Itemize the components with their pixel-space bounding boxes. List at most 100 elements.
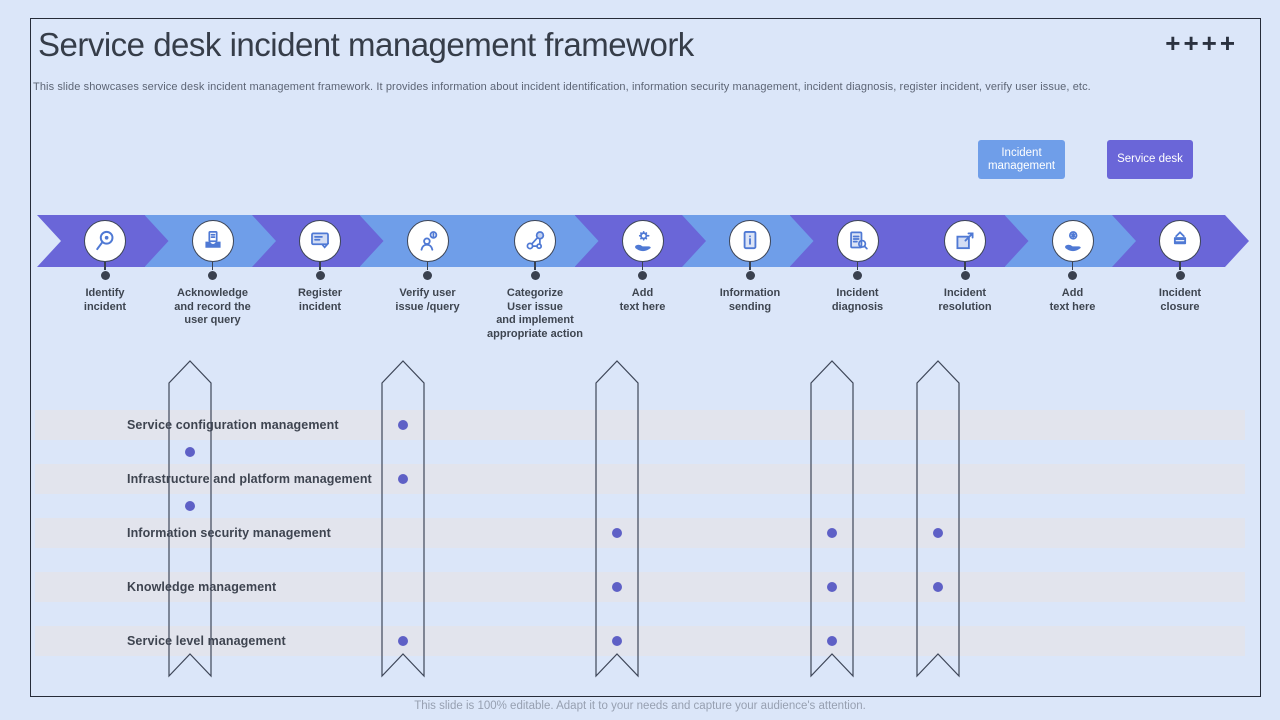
share-nodes-icon xyxy=(526,231,545,250)
process-step-label: Incident diagnosis xyxy=(831,287,884,313)
table-row: Knowledge management xyxy=(35,572,1245,602)
step-connector-dot xyxy=(853,271,862,280)
matrix-dot xyxy=(827,528,837,538)
step-connector-dot xyxy=(638,271,647,280)
process-step-label: Incident resolution xyxy=(938,287,992,313)
matrix-dot xyxy=(933,528,943,538)
matrix-dot xyxy=(398,636,408,646)
highlight-ribbon[interactable] xyxy=(168,360,212,678)
hand-coin-icon xyxy=(1063,231,1082,252)
process-step-chevron[interactable] xyxy=(359,215,497,267)
expand-square-icon xyxy=(956,232,974,250)
process-step-chevron[interactable] xyxy=(252,215,389,267)
step-connector-dot xyxy=(530,271,540,280)
hand-gear-icon xyxy=(633,231,652,252)
process-step-circle[interactable] xyxy=(1051,220,1094,262)
matrix-dot xyxy=(185,447,195,457)
table-row: Infrastructure and platform management xyxy=(35,464,1245,494)
matrix-dot xyxy=(933,582,943,592)
step-connector-line xyxy=(856,262,859,270)
highlight-ribbon[interactable] xyxy=(381,360,425,678)
matrix-dot xyxy=(185,501,195,511)
legend-incident-management[interactable]: Incident management xyxy=(978,140,1065,179)
matrix-dot xyxy=(827,582,837,592)
matrix-dot xyxy=(612,636,622,646)
process-step-label: Verify user issue /query xyxy=(395,287,460,313)
plus-decoration: ++++ xyxy=(1165,28,1238,58)
step-connector-line xyxy=(534,262,536,270)
process-step-circle[interactable] xyxy=(729,220,771,262)
row-label: Knowledge management xyxy=(127,580,277,594)
table-row: Service configuration management xyxy=(35,410,1245,440)
verify-user-icon xyxy=(420,231,437,251)
slide-border-frame xyxy=(30,18,1261,697)
legend-service-desk[interactable]: Service desk xyxy=(1107,140,1193,179)
row-label: Service level management xyxy=(127,634,286,648)
process-step-chevron[interactable] xyxy=(1112,215,1249,267)
highlight-ribbon[interactable] xyxy=(810,360,854,678)
step-connector-dot xyxy=(100,271,110,280)
step-connector-line xyxy=(319,262,321,270)
process-step-chevron[interactable] xyxy=(144,215,282,267)
step-connector-dot xyxy=(423,271,432,280)
process-step-circle[interactable] xyxy=(84,220,126,262)
slide-subtitle: This slide showcases service desk incide… xyxy=(33,81,1091,93)
register-form-icon xyxy=(311,232,329,249)
row-label: Infrastructure and platform management xyxy=(127,472,372,486)
process-step-label: Add text here xyxy=(1049,287,1096,313)
highlight-ribbon[interactable] xyxy=(595,360,639,678)
step-connector-line xyxy=(1179,262,1181,270)
step-connector-dot xyxy=(1175,271,1185,280)
step-connector-dot xyxy=(315,271,325,280)
step-connector-dot xyxy=(960,271,970,280)
search-icon xyxy=(96,230,114,251)
process-step-chevron[interactable] xyxy=(1004,215,1142,267)
step-connector-dot xyxy=(745,271,755,280)
table-row: Information security management xyxy=(35,518,1245,548)
step-connector-line xyxy=(964,262,966,270)
row-label: Information security management xyxy=(127,526,331,540)
step-connector-dot xyxy=(1068,271,1077,280)
matrix-dot xyxy=(827,636,837,646)
document-tray-icon xyxy=(204,231,221,249)
info-document-icon xyxy=(743,230,757,250)
process-step-circle[interactable] xyxy=(514,220,556,262)
process-step-label: Identify incident xyxy=(83,287,127,313)
process-step-circle[interactable] xyxy=(944,220,986,262)
step-connector-line xyxy=(426,262,429,270)
process-step-label: Categorize User issue and implement appr… xyxy=(487,287,583,340)
process-step-circle[interactable] xyxy=(191,220,234,262)
process-step-chevron[interactable] xyxy=(574,215,712,267)
process-step-circle[interactable] xyxy=(1159,220,1201,262)
process-step-label: Incident closure xyxy=(1158,287,1202,313)
closed-sign-icon xyxy=(1173,231,1187,246)
matrix-dot xyxy=(398,474,408,484)
step-connector-line xyxy=(1071,262,1074,270)
process-step-label: Register incident xyxy=(297,287,343,313)
process-step-chevron[interactable] xyxy=(37,215,174,267)
process-step-label: Information sending xyxy=(719,287,781,313)
table-row: Service level management xyxy=(35,626,1245,656)
row-label: Service configuration management xyxy=(127,418,339,432)
process-step-circle[interactable] xyxy=(621,220,664,262)
process-step-label: Add text here xyxy=(619,287,666,313)
diagnosis-clipboard-icon xyxy=(849,231,868,250)
matrix-dot xyxy=(398,420,408,430)
process-step-chevron[interactable] xyxy=(467,215,604,267)
step-connector-line xyxy=(641,262,644,270)
step-connector-dot xyxy=(208,271,217,280)
matrix-dot xyxy=(612,582,622,592)
step-connector-line xyxy=(749,262,751,270)
process-step-chevron[interactable] xyxy=(789,215,927,267)
process-step-circle[interactable] xyxy=(836,220,879,262)
process-step-label: Acknowledge and record the user query xyxy=(174,287,251,326)
process-step-chevron[interactable] xyxy=(897,215,1034,267)
process-step-circle[interactable] xyxy=(299,220,341,262)
process-step-chevron[interactable] xyxy=(682,215,819,267)
process-step-circle[interactable] xyxy=(406,220,449,262)
matrix-dot xyxy=(612,528,622,538)
highlight-ribbon[interactable] xyxy=(916,360,960,678)
step-connector-line xyxy=(211,262,214,270)
